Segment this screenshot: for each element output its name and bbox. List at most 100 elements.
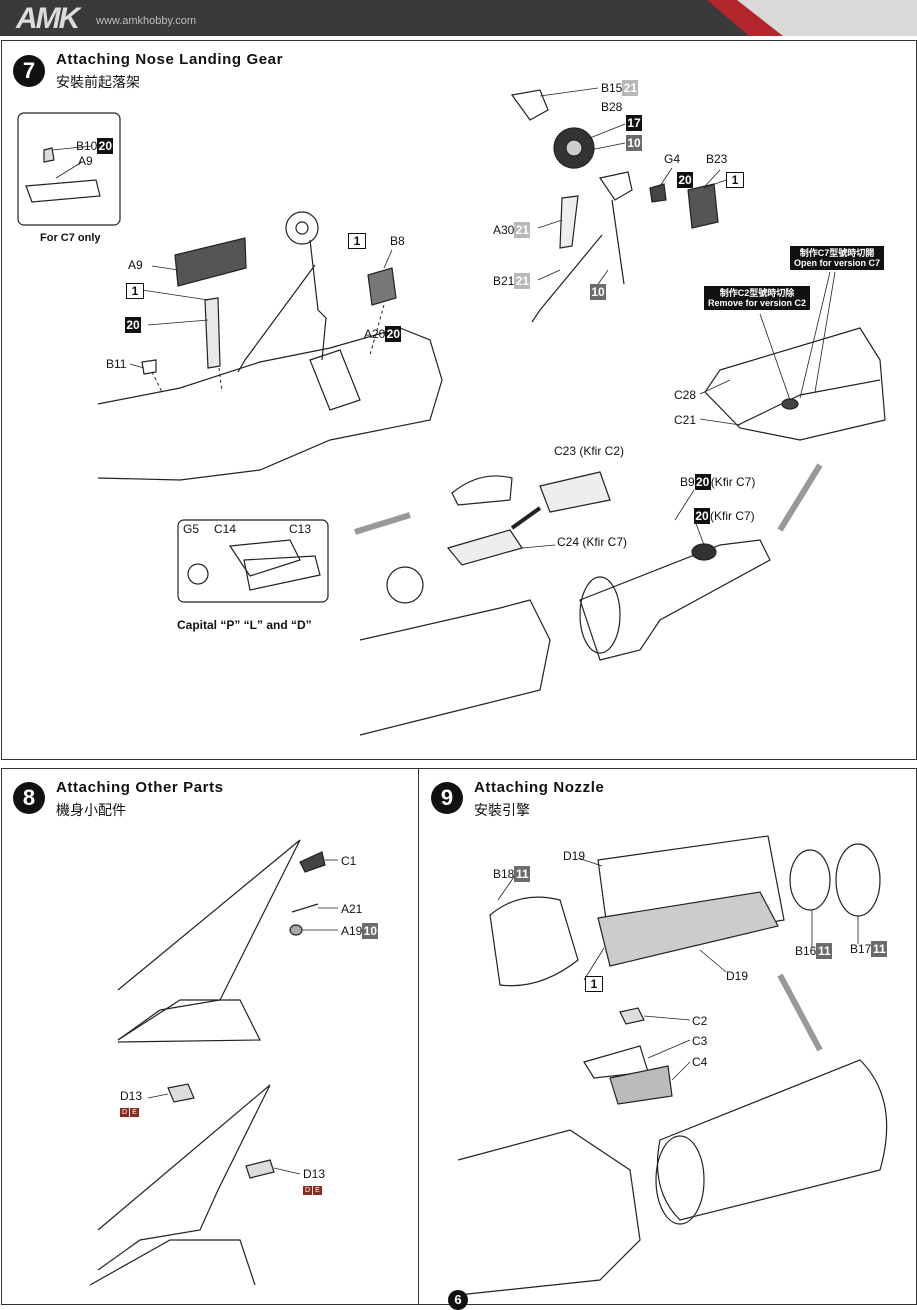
b17-part [835, 843, 881, 917]
paint20-suffix: (Kfir C7) [710, 509, 755, 523]
note-remove-c2: 制作C2型號時切除 Remove for version C2 [704, 286, 811, 310]
c23-panel [539, 471, 611, 513]
b8-part [367, 267, 397, 306]
step8-title: Attaching Other Parts [56, 779, 224, 796]
b18-color-box: 11 [514, 866, 531, 882]
page-number-badge: 6 [448, 1290, 468, 1310]
note-remove-c2-cn: 制作C2型號時切除 [719, 288, 795, 298]
c24-panel [446, 529, 523, 566]
header-bar [0, 0, 917, 36]
b8-label: B8 [390, 234, 405, 248]
c13-part [243, 555, 321, 591]
b16-text: B16 [795, 944, 817, 958]
c1-part [299, 851, 326, 873]
c1-label: C1 [341, 854, 357, 868]
arrow-down-right [777, 463, 823, 532]
drag-brace [237, 264, 316, 373]
step9-title: Attaching Nozzle [474, 779, 605, 796]
a21-label: A21 [341, 902, 363, 916]
b10-label: B10 [76, 139, 98, 153]
paint20-label: 20(Kfir C7) [694, 508, 755, 524]
fuselage-front [359, 599, 551, 736]
nose-section [579, 539, 771, 661]
d19-label-bottom: D19 [726, 969, 749, 983]
c14-part [228, 539, 301, 577]
b10-part [43, 147, 55, 163]
a9-label: A9 [128, 258, 143, 272]
b15-part [510, 89, 549, 121]
b17-color-box: 11 [871, 941, 888, 957]
g4-color-box: 20 [677, 172, 693, 188]
nose-cone-step7 [704, 327, 886, 441]
d13-text-bottom: D13 [303, 1167, 326, 1181]
a19-text: A19 [341, 924, 363, 938]
c2-part [619, 1007, 645, 1025]
a30-color-box: 21 [514, 222, 531, 238]
g4-part [649, 183, 667, 203]
fuselage-rear-step9 [457, 1129, 641, 1296]
a30-part [559, 195, 579, 249]
c13-label: C13 [289, 522, 312, 536]
b18-nozzle-ring [489, 896, 579, 987]
step7-title-cn: 安裝前起落架 [56, 74, 140, 90]
nose-wheel [285, 211, 319, 245]
b18-text: B18 [493, 867, 515, 881]
inset-a9-label: A9 [78, 154, 93, 168]
b11-part [141, 359, 157, 375]
c4-label: C4 [692, 1055, 708, 1069]
for-c7-only-caption: For C7 only [40, 232, 101, 244]
c14-label: C14 [214, 522, 237, 536]
b9-color-box: 20 [694, 474, 711, 490]
a30-text: A30 [493, 223, 515, 237]
b15-label: B1521 [601, 80, 639, 96]
step8-title-cn: 機身小配件 [56, 802, 126, 818]
step7-title: Attaching Nose Landing Gear [56, 51, 284, 68]
g4-label: G4 [664, 152, 681, 166]
decal-d-top: D [120, 1108, 129, 1117]
arrow-left [354, 512, 411, 535]
assembled-nozzle [656, 1059, 888, 1221]
b16-color-box: 11 [816, 943, 833, 959]
b9-text: B9 [680, 475, 695, 489]
step7-number-badge: 7 [13, 55, 45, 87]
fuselage-lower-step8 [89, 1239, 256, 1286]
fuselage-upper-step8 [117, 999, 261, 1043]
g5-label: G5 [183, 522, 200, 536]
b16-part [789, 849, 831, 911]
strut-color-box: 10 [590, 284, 606, 300]
b21-color-box: 21 [514, 273, 531, 289]
note-remove-c2-en: Remove for version C2 [708, 298, 807, 308]
c4-part [609, 1065, 673, 1105]
d19-lower-shell [597, 891, 779, 967]
decal-d-bottom: D [303, 1186, 312, 1195]
b9-label: B920(Kfir C7) [680, 474, 755, 490]
a9-color-box: 20 [125, 317, 141, 333]
d13-part-top [167, 1083, 195, 1103]
b23-part [687, 183, 719, 229]
b10-color-box: 20 [97, 138, 114, 154]
decal-e-top: E [130, 1108, 139, 1117]
b28-color-box-2: 10 [626, 135, 642, 151]
decal-e-bottom: E [313, 1186, 322, 1195]
c28-label: C28 [674, 388, 697, 402]
step8-number-badge: 8 [13, 782, 45, 814]
a9-qty-box: 1 [126, 283, 144, 299]
c2-label: C2 [692, 1014, 708, 1028]
a20-label: A2020 [364, 326, 402, 342]
b9-suffix: (Kfir C7) [710, 475, 756, 489]
gear-strut-right [611, 199, 625, 285]
step9-title-cn: 安裝引擎 [474, 802, 530, 818]
b17-text: B17 [850, 942, 872, 956]
fuselage-step7 [97, 327, 443, 481]
amk-logo: AMK [16, 2, 80, 35]
a19-label: A1910 [341, 923, 379, 939]
capital-pld-caption: Capital “P” “L” and “D” [177, 618, 312, 632]
b23-qty-box: 1 [726, 172, 744, 188]
c21-label: C21 [674, 413, 697, 427]
b15-color-box: 21 [622, 80, 639, 96]
b21-label: B2121 [493, 273, 531, 289]
